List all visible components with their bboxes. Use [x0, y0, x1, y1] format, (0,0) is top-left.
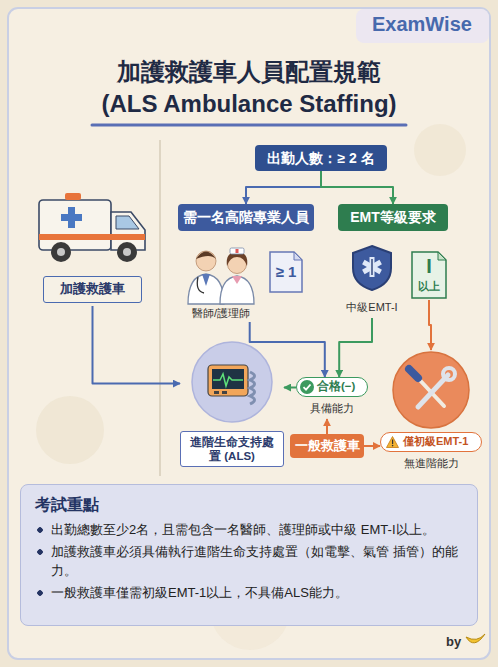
decor-shape	[250, 372, 255, 404]
decor-shape	[196, 252, 216, 260]
decor-shape	[117, 242, 137, 262]
decor-shape	[353, 246, 391, 290]
vehicle-box: 一般救護車	[290, 434, 364, 458]
decor-shape	[236, 249, 239, 253]
flow-arrow	[326, 419, 328, 434]
paper-stain	[414, 124, 466, 176]
decor-shape	[212, 369, 244, 389]
brand-name: ExamWise	[372, 13, 472, 36]
decor-shape	[208, 365, 248, 396]
decor-shape	[304, 385, 311, 390]
staff-label: 醫師/護理師	[180, 306, 262, 320]
decor-shape	[443, 368, 455, 380]
als-circle: 進階生命支持處置 (ALS)	[180, 340, 284, 472]
box-label: 需一名高階專業人員	[178, 204, 314, 231]
decor-shape	[116, 216, 139, 229]
tools-drawing	[380, 350, 482, 430]
staff-count-box: 出勤人數：≥ 2 名	[255, 145, 387, 171]
ambulance-illustration: 加護救護車	[35, 178, 150, 306]
bullet-text: 加護救護車必須具備執行進階生命支持處置（如電擊、氣管 插管）的能力。	[35, 542, 463, 580]
vehicle-label: 加護救護車	[43, 276, 142, 303]
level-document: I 以上	[410, 250, 448, 300]
divider-line	[159, 140, 161, 476]
decor-shape	[362, 257, 382, 277]
card-frame	[8, 8, 490, 659]
banana-icon	[466, 634, 485, 643]
decor-shape	[371, 259, 372, 275]
flow-arrow	[364, 445, 380, 447]
box-label: 出勤人數：≥ 2 名	[255, 145, 387, 171]
decor-shape	[220, 276, 254, 304]
decor-shape	[188, 274, 224, 304]
flow-arrow	[321, 171, 393, 204]
emt-badge: 中級EMT-I	[335, 244, 409, 318]
als-label: 進階生命支持處置 (ALS)	[180, 431, 284, 467]
decor-shape	[202, 274, 210, 286]
decor-shape	[65, 193, 81, 200]
panel-heading: 考試重點	[35, 494, 463, 516]
decor-shape	[409, 369, 418, 378]
flow-arrow	[284, 387, 296, 389]
flow-arrow	[339, 318, 372, 377]
count-document: ≥ 1	[268, 250, 304, 294]
decor-shape	[61, 214, 82, 221]
decor-shape	[392, 440, 393, 445]
bullet-text: 一般救護車僅需初級EMT-1以上，不具備ALS能力。	[35, 583, 463, 602]
decor-shape	[213, 374, 243, 386]
flow-arrow	[93, 306, 181, 384]
qualified-badge: 合格(−)具備能力	[296, 377, 368, 419]
banana-shape	[466, 634, 485, 643]
connector-group	[93, 171, 432, 446]
decor-shape	[387, 437, 399, 448]
monitor-drawing	[180, 340, 284, 424]
decor-shape	[196, 251, 216, 271]
shield-icon	[349, 244, 395, 292]
title: 加護救護車人員配置規範 (ALS Ambulance Staffing)	[91, 56, 407, 120]
warning-icon	[386, 436, 399, 448]
badge-note: 具備能力	[296, 401, 368, 415]
decor-shape	[393, 352, 469, 428]
decor-shape	[51, 242, 71, 262]
flow-arrow	[246, 171, 321, 204]
decor-shape	[39, 234, 145, 240]
requirement-box: 需一名高階專業人員	[178, 204, 314, 231]
decor-shape	[300, 380, 314, 394]
title-underline	[92, 124, 406, 127]
decor-shape	[222, 391, 227, 394]
tools-circle: 僅初級EMT-1無進階能力	[380, 350, 482, 472]
ambulance-drawing	[35, 178, 150, 273]
decor-shape	[57, 248, 65, 256]
decor-shape	[192, 342, 272, 422]
decor-shape	[438, 252, 446, 260]
box-label: EMT等級要求	[338, 204, 448, 231]
decor-shape	[232, 276, 242, 284]
paper-stain	[36, 396, 104, 464]
requirement-box: EMT等級要求	[338, 204, 448, 231]
decor-shape	[362, 260, 382, 274]
level-value: I	[410, 255, 448, 277]
brand-tab	[356, 9, 489, 43]
level-note: 以上	[410, 279, 448, 293]
decor-shape	[294, 252, 302, 260]
staff-illustration: 醫師/護理師	[180, 244, 262, 322]
emt-label: 中級EMT-I	[335, 300, 409, 314]
decor-shape	[214, 391, 219, 394]
count-value: ≥ 1	[268, 252, 304, 292]
flow-arrow	[250, 322, 325, 377]
badge-note: 無進階能力	[380, 456, 482, 470]
decor-shape	[230, 248, 244, 254]
check-icon	[300, 380, 314, 394]
decor-shape	[362, 260, 382, 274]
decor-shape	[39, 200, 111, 250]
flow-arrow	[429, 300, 431, 350]
key-points-panel: 考試重點出勤總數至少2名，且需包含一名醫師、護理師或中級 EMT-I以上。加護救…	[20, 484, 478, 626]
credit-text: by	[446, 634, 461, 649]
decor-shape	[197, 277, 204, 293]
decor-shape	[392, 445, 394, 447]
doctor-nurse-drawing	[180, 244, 262, 304]
bullet-text: 出勤總數至少2名，且需包含一名醫師、護理師或中級 EMT-I以上。	[35, 520, 463, 539]
box-label: 一般救護車	[290, 434, 364, 458]
decor-shape	[123, 248, 131, 256]
